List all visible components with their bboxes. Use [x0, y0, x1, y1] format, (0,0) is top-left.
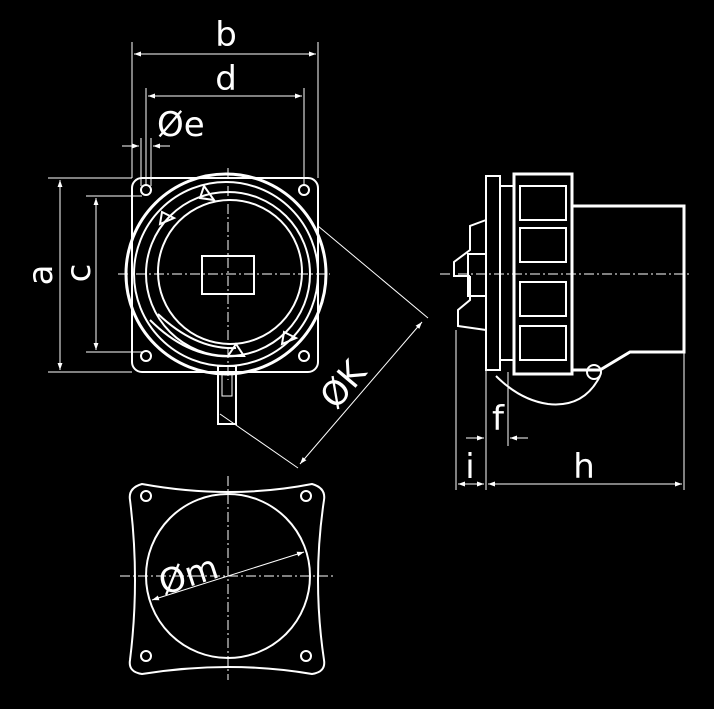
- bottom-latch-tab-inner: [221, 371, 233, 397]
- side-view: [440, 172, 690, 406]
- side-housing-rib-2: [519, 227, 567, 263]
- side-gland: [467, 253, 487, 297]
- dimension-label-a: a: [21, 265, 61, 286]
- dimension-c: c: [59, 195, 142, 353]
- dimension-label-b: b: [215, 15, 237, 55]
- dimension-h: h: [488, 352, 685, 490]
- bottom-latch-tab: [217, 365, 237, 425]
- dimension-label-d: d: [215, 59, 237, 99]
- dimension-label-h: h: [573, 447, 595, 487]
- front-view: [118, 168, 330, 425]
- side-hinge-pin: [586, 364, 602, 380]
- side-housing-rib-3: [519, 281, 567, 317]
- side-front-entry-2: [457, 276, 487, 331]
- side-lid-arc: [495, 375, 601, 406]
- side-flange-plate: [485, 175, 501, 371]
- dimension-b: b: [131, 15, 319, 178]
- cutout-corner-holes: [140, 490, 312, 662]
- dimension-label-f: f: [492, 399, 505, 439]
- dimension-label-c: c: [59, 264, 99, 283]
- side-front-entry: [453, 219, 487, 277]
- dimension-i: i: [455, 330, 487, 490]
- dimension-label-e: Øe: [157, 105, 205, 145]
- dimension-a: a: [21, 177, 132, 373]
- bayonet-arrow-icon-3: [280, 330, 299, 346]
- dimension-label-k: ØK: [312, 352, 375, 417]
- side-housing-rib-4: [519, 325, 567, 361]
- cutout-outline: [128, 482, 326, 676]
- bayonet-arrow-icon-2: [158, 210, 177, 226]
- front-socket-face: [157, 199, 303, 345]
- panel-cutout-view: [120, 476, 336, 680]
- bayonet-arrow-icon-4: [226, 342, 246, 357]
- dimension-e: Øe: [122, 105, 205, 186]
- dimension-f: f: [466, 370, 528, 446]
- dimension-label-i: i: [465, 447, 474, 487]
- lid-latch-arc: [149, 319, 237, 358]
- side-rear-enclosure: [572, 204, 686, 372]
- side-housing-rib-1: [519, 185, 567, 221]
- dimension-label-m: Øm: [154, 547, 223, 604]
- dimension-d: d: [145, 59, 305, 186]
- bayonet-arrow-icon: [198, 183, 217, 202]
